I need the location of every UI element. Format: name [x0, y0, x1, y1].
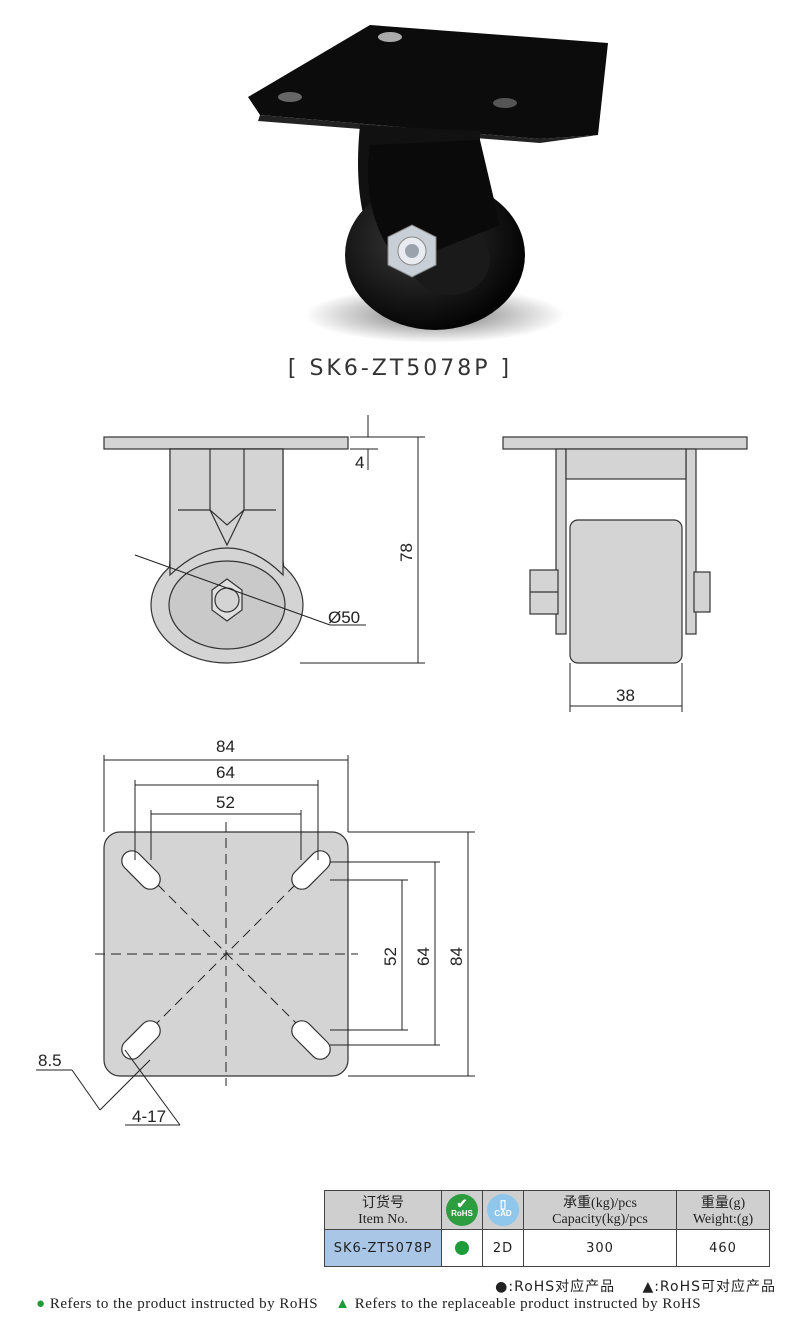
dim-plate-thickness: 4: [355, 453, 364, 472]
header-weight: 重量(g) Weight:(g): [676, 1190, 770, 1230]
dim-slot-spec: 4-17: [132, 1107, 166, 1126]
front-view: [502, 436, 748, 664]
cell-weight: 460: [676, 1229, 770, 1267]
cell-cad: 2D: [482, 1229, 524, 1267]
legend-cn-rohs: ●:RoHS对应产品: [495, 1279, 616, 1295]
legend-cn-replace: ▲:RoHS可对应产品: [642, 1279, 776, 1295]
green-dot-icon: ●: [36, 1296, 46, 1312]
header-cad: ▯CAD: [482, 1190, 524, 1230]
legend-en-replace: Refers to the replaceable product instru…: [354, 1296, 702, 1312]
top-view: [95, 822, 358, 1086]
rohs-icon: ✔RoHS: [446, 1194, 478, 1226]
dim-plate-width: 84: [216, 737, 235, 756]
dim-hole-span-inner: 52: [216, 793, 235, 812]
rohs-dot-icon: [455, 1241, 469, 1255]
dim-hole-span-outer: 64: [216, 763, 235, 782]
header-capacity: 承重(kg)/pcs Capacity(kg)/pcs: [523, 1190, 677, 1230]
legend-en-rohs: Refers to the product instructed by RoHS: [49, 1296, 319, 1312]
dim-vert-span-inner: 52: [381, 947, 400, 966]
header-item: 订货号 Item No.: [324, 1190, 442, 1230]
spec-table: 订货号 Item No. ✔RoHS ▯CAD 承重(kg)/pcs Capac…: [324, 1190, 770, 1267]
model-title: [ SK6-ZT5078P ]: [287, 356, 513, 381]
side-view: [103, 436, 349, 664]
product-photo: [248, 25, 608, 343]
dim-vert-span-outer: 64: [414, 947, 433, 966]
dim-slot-width: 8.5: [38, 1051, 62, 1070]
dim-height: 78: [397, 543, 416, 562]
legend-en: ● Refers to the product instructed by Ro…: [36, 1296, 701, 1313]
table-row: SK6-ZT5078P 2D 300 460: [324, 1229, 770, 1267]
header-rohs: ✔RoHS: [441, 1190, 483, 1230]
cell-capacity: 300: [523, 1229, 677, 1267]
dim-wheel-width: 38: [616, 686, 635, 705]
dim-wheel-diameter: Ø50: [328, 608, 360, 627]
green-triangle-icon: ▲: [335, 1296, 351, 1312]
cell-rohs: [441, 1229, 483, 1267]
top-plate-side: [103, 436, 349, 450]
legend-cn: ●:RoHS对应产品 ▲:RoHS可对应产品: [495, 1276, 776, 1296]
cell-item-no: SK6-ZT5078P: [324, 1229, 442, 1267]
dim-plate-height: 84: [447, 947, 466, 966]
cad-icon: ▯CAD: [487, 1194, 519, 1226]
